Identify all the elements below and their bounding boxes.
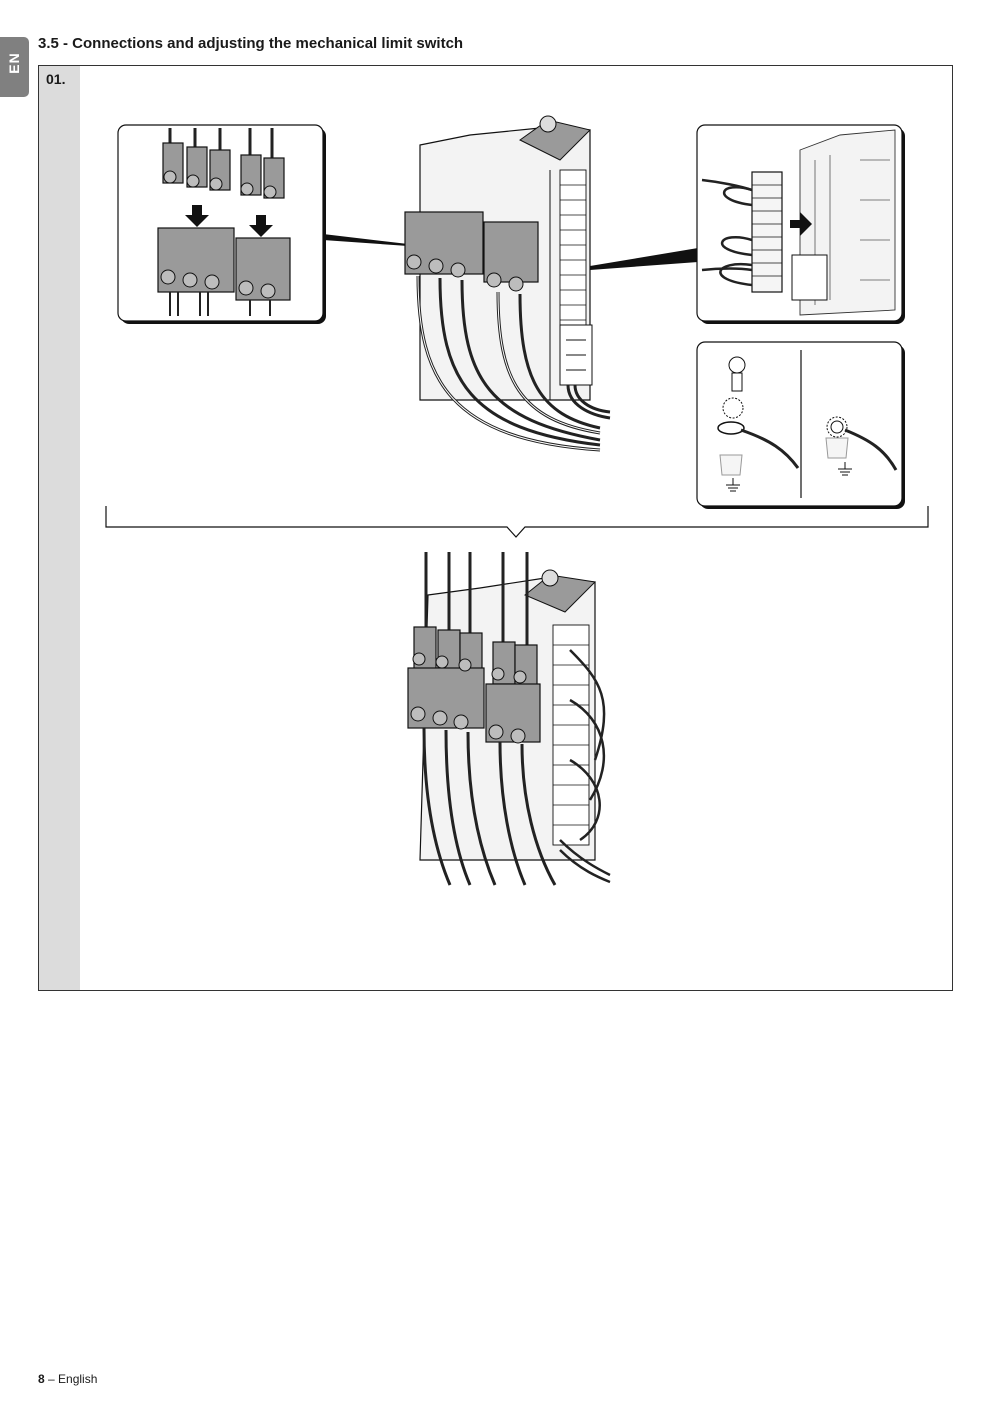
footer-language: English (58, 1372, 98, 1386)
language-tab: EN (0, 37, 29, 97)
assembly-bracket (105, 506, 929, 538)
page-footer: 8 – English (38, 1372, 97, 1386)
step-box: 01. (38, 65, 953, 991)
step-strip (39, 66, 80, 990)
page-number: 8 (38, 1372, 45, 1386)
inset-terminal-plug (696, 124, 905, 324)
step-number: 01. (46, 71, 66, 87)
control-unit-top (404, 115, 611, 452)
control-unit-assembled (407, 552, 611, 886)
section-title: 3.5 - Connections and adjusting the mech… (38, 35, 464, 52)
footer-separator: – (44, 1372, 59, 1386)
inset-ground-screw (696, 341, 905, 509)
inset-connectors-plug (117, 124, 326, 324)
connection-illustration (105, 115, 929, 886)
